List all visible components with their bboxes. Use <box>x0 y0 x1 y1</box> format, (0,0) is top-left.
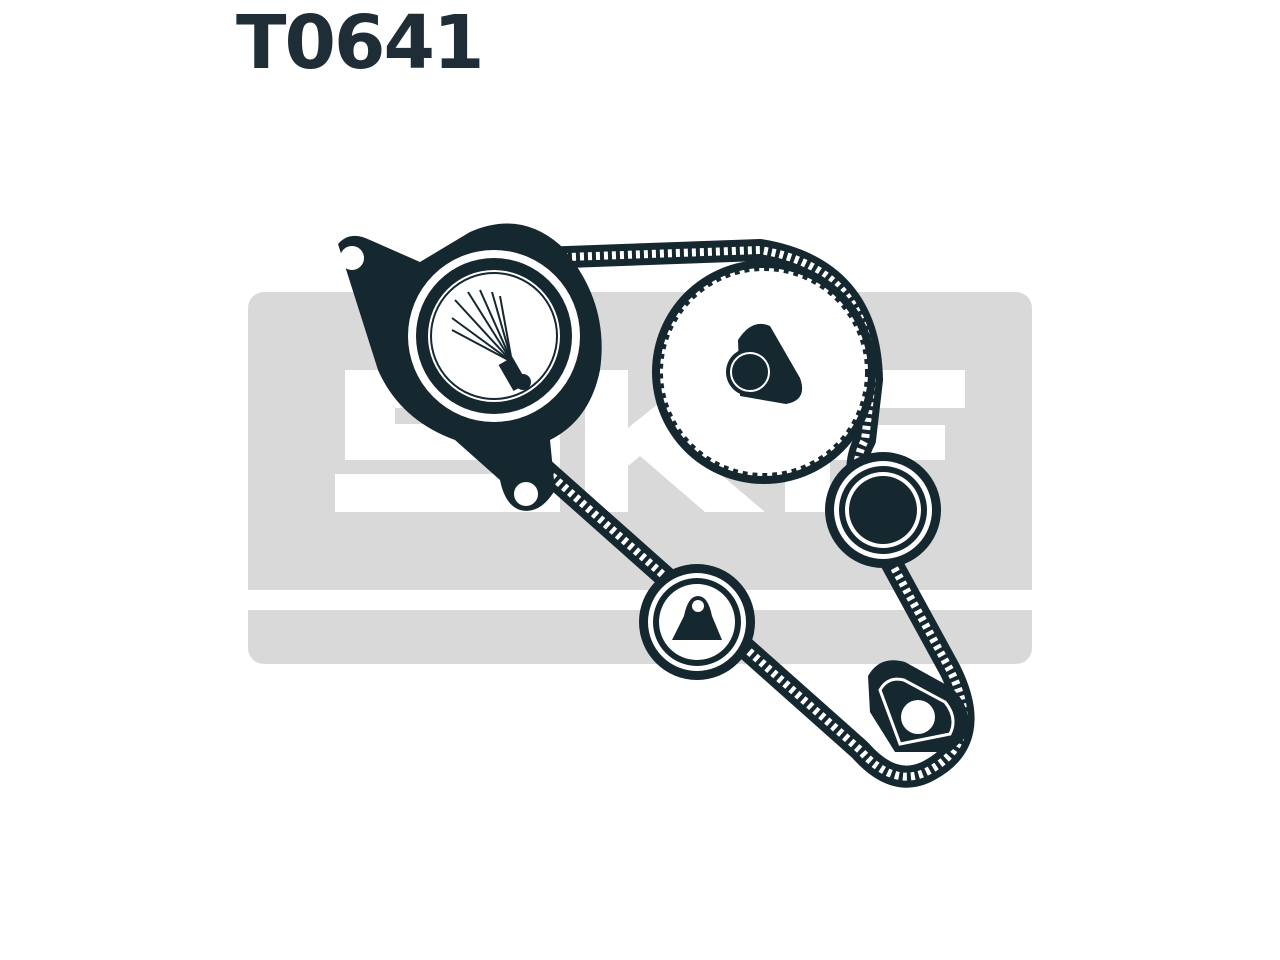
tensioner-icon <box>868 660 969 752</box>
tensioner-bracket <box>338 223 602 511</box>
pulley-icon <box>639 564 755 680</box>
cam-lobe-icon <box>726 323 803 404</box>
part-number-title: T0641 <box>236 0 484 86</box>
oil-spray-icon <box>451 289 531 391</box>
idler-pulley-right <box>825 452 941 568</box>
